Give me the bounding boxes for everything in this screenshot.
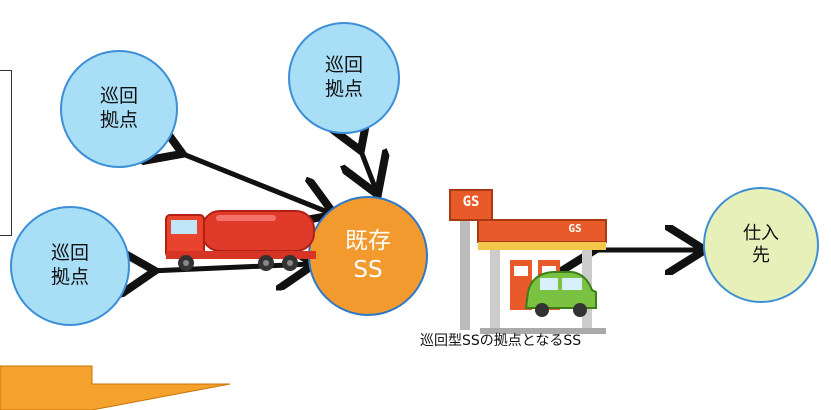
node-jukai-top-center: 巡回 拠点 xyxy=(288,22,400,134)
node-supplier: 仕入 先 xyxy=(703,187,819,303)
node-label: 巡回 拠点 xyxy=(324,54,363,100)
node-existing-ss: 既存 SS xyxy=(308,196,428,316)
node-label: 既存 SS xyxy=(345,228,391,283)
arrow-topleft-to-ss xyxy=(178,152,330,213)
station-sign-label: GS xyxy=(462,194,480,210)
node-jukai-bottom-left: 巡回 拠点 xyxy=(10,206,130,326)
station-caption: 巡回型SSの拠点となるSS xyxy=(420,333,582,349)
node-label: 仕入 先 xyxy=(743,222,779,267)
arrow-topcenter-to-ss xyxy=(359,146,376,190)
left-panel-edge xyxy=(0,70,12,236)
node-label: 巡回 拠点 xyxy=(50,242,89,288)
node-jukai-top-left: 巡回 拠点 xyxy=(60,50,178,168)
orange-callout-shape xyxy=(0,365,231,410)
canopy-sign-label: GS xyxy=(568,222,582,235)
node-label: 巡回 拠点 xyxy=(99,85,138,131)
